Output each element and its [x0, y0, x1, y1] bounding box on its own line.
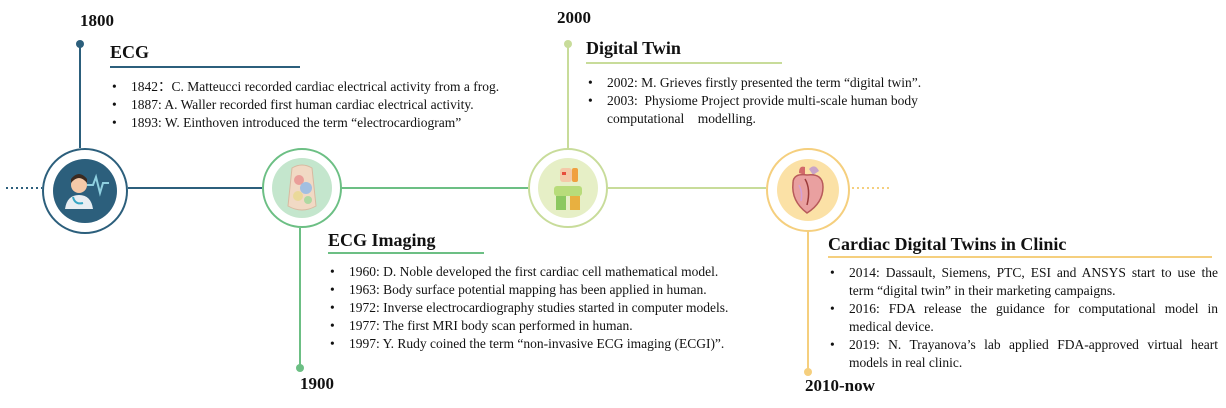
year-2010-now: 2010-now [805, 376, 875, 395]
year-1800: 1800 [80, 11, 114, 30]
list-item: 1997: Y. Rudy coined the term “non-invas… [328, 335, 798, 353]
list-item: 1960: D. Noble developed the first cardi… [328, 263, 798, 281]
list-ecg-imaging: 1960: D. Noble developed the first cardi… [328, 263, 798, 353]
human-torso-map-icon [287, 164, 317, 211]
title-underline-ecg [110, 66, 300, 68]
title-ecg-imaging: ECG Imaging [328, 230, 436, 250]
list-item: 2002: M. Grieves firstly presented the t… [586, 74, 986, 92]
list-item: 1887: A. Waller recorded first human car… [110, 96, 570, 114]
node-ecg [42, 148, 128, 234]
list-cardiac-digital-twins: 2014: Dassault, Siemens, PTC, ESI and AN… [828, 264, 1218, 372]
year-1900: 1900 [300, 374, 334, 393]
title-ecg: ECG [110, 42, 150, 62]
heart-model-icon [792, 166, 824, 214]
year-2000: 2000 [557, 8, 591, 27]
list-item: 2003: Physiome Project provide multi-sca… [586, 92, 986, 128]
list-item: 2019: N. Trayanova’s lab applied FDA-app… [828, 336, 1218, 372]
node-cardiac-digital-twins [766, 148, 850, 232]
dot-2000 [564, 40, 572, 48]
node-digital-twin [528, 148, 608, 228]
list-ecg: 1842：C. Matteucci recorded cardiac elect… [110, 78, 570, 132]
list-item: 2016: FDA release the guidance for compu… [828, 300, 1218, 336]
list-item: 1893: W. Einthoven introduced the term “… [110, 114, 570, 132]
list-item: 2014: Dassault, Siemens, PTC, ESI and AN… [828, 264, 1218, 300]
list-item: 1963: Body surface potential mapping has… [328, 281, 798, 299]
node-ecg-imaging [262, 148, 342, 228]
title-cardiac-digital-twins: Cardiac Digital Twins in Clinic [828, 234, 1067, 254]
list-item: 1972: Inverse electrocardiography studie… [328, 299, 798, 317]
digital-human-icon [554, 168, 582, 210]
dot-1800 [76, 40, 84, 48]
title-underline-ecg-imaging [328, 252, 484, 254]
dot-1900 [296, 364, 304, 372]
title-underline-digital-twin [586, 62, 782, 64]
list-item: 1977: The first MRI body scan performed … [328, 317, 798, 335]
title-underline-cardiac-digital-twins [828, 256, 1212, 258]
title-digital-twin: Digital Twin [586, 38, 681, 58]
list-digital-twin: 2002: M. Grieves firstly presented the t… [586, 74, 986, 128]
dot-2010 [804, 368, 812, 376]
doctor-with-ecg-icon [65, 173, 109, 209]
list-item: 1842：C. Matteucci recorded cardiac elect… [110, 78, 570, 96]
